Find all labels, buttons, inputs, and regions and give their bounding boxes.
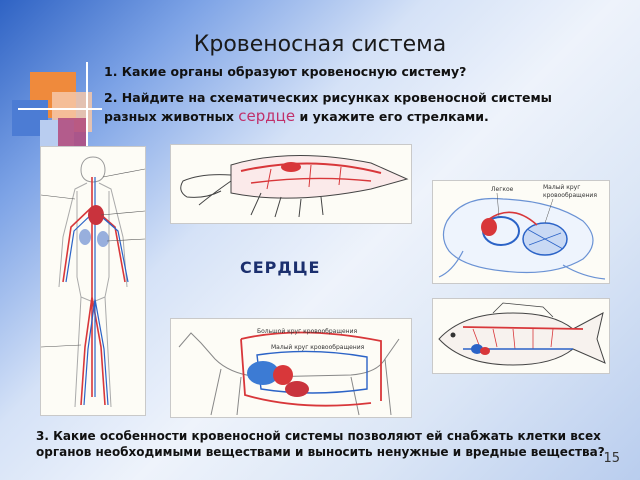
decor-square-magenta <box>58 118 88 148</box>
question-2-text-before: 2. Найдите на схематических рисунках кро… <box>104 90 552 124</box>
human-circulation-image <box>40 146 146 416</box>
question-2: 2. Найдите на схематических рисунках кро… <box>104 88 574 126</box>
question-1: 1. Какие органы образуют кровеносную сис… <box>104 64 467 79</box>
dog-drawing: Большой круг кровообращения Малый круг к… <box>178 328 400 416</box>
fish-drawing <box>438 302 606 366</box>
question-2-highlight: сердце <box>238 107 296 125</box>
page-number: 15 <box>603 451 620 466</box>
dog-circulation-image: Большой круг кровообращения Малый круг к… <box>170 318 412 418</box>
slide-title: Кровеносная система <box>193 32 447 57</box>
crayfish-drawing <box>180 155 409 218</box>
dog-label-small-circle: Малый круг кровообращения <box>271 344 365 351</box>
heart-label: СЕРДЦЕ <box>240 258 321 277</box>
frog-label-circle-2: кровообращения <box>543 192 597 199</box>
frog-drawing: Легкое Малый круг кровообращения <box>438 184 606 280</box>
dog-label-big-circle: Большой круг кровообращения <box>257 328 358 335</box>
fish-circulation-image <box>432 298 610 374</box>
frog-circulation-image: Легкое Малый круг кровообращения <box>432 180 610 284</box>
frog-label-lung: Легкое <box>491 186 514 193</box>
decor-line-horizontal <box>18 108 102 110</box>
crayfish-circulation-image <box>170 144 412 224</box>
decor-line-vertical <box>86 62 88 148</box>
frog-label-circle-1: Малый круг <box>543 184 580 191</box>
question-2-text-after: и укажите его стрелками. <box>295 109 489 124</box>
question-3: 3. Какие особенности кровеносной системы… <box>36 429 605 459</box>
human-figure-drawing <box>40 156 146 408</box>
